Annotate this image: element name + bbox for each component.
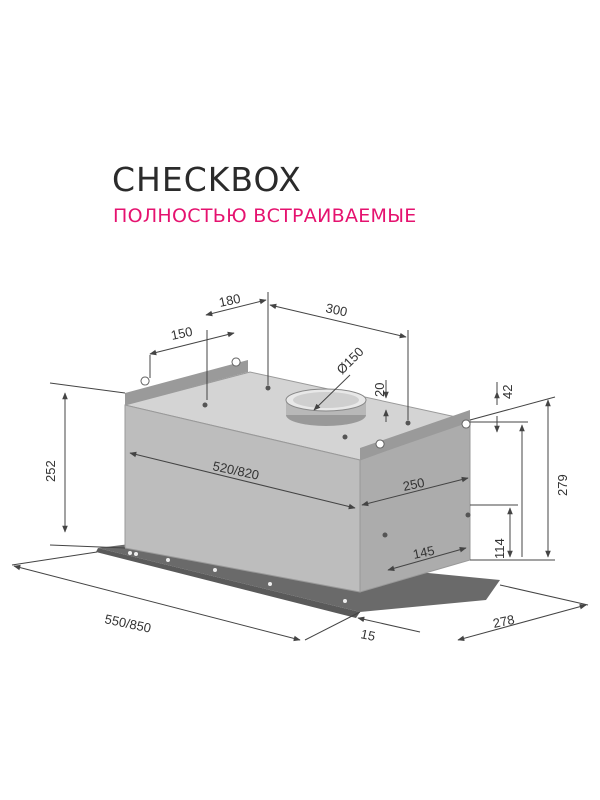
dim-252-label: 252 (43, 460, 58, 482)
dim-250-label: 250 (402, 475, 426, 494)
dim-279-label: 279 (555, 474, 570, 496)
dim-114-label: 114 (492, 538, 507, 559)
dim-180-label: 180 (218, 291, 242, 310)
product-title: CHECKBOX (112, 160, 302, 199)
dim-550-label: 550/850 (103, 611, 152, 635)
dim-150-label: 150 (170, 324, 194, 343)
dim-15-label: 15 (359, 626, 376, 644)
outlet-collar (285, 388, 367, 426)
dim-42-label: 42 (500, 385, 515, 399)
dim-145-label: 145 (412, 543, 436, 562)
dim-outlet-label: Ø150 (334, 344, 367, 377)
dim-278-label: 278 (492, 612, 516, 631)
product-subtitle: ПОЛНОСТЬЮ ВСТРАИВАЕМЫЕ (113, 205, 417, 227)
dim-20-label: 20 (372, 383, 387, 397)
dimension-lines (11, 292, 589, 642)
dim-300-label: 300 (324, 300, 348, 319)
